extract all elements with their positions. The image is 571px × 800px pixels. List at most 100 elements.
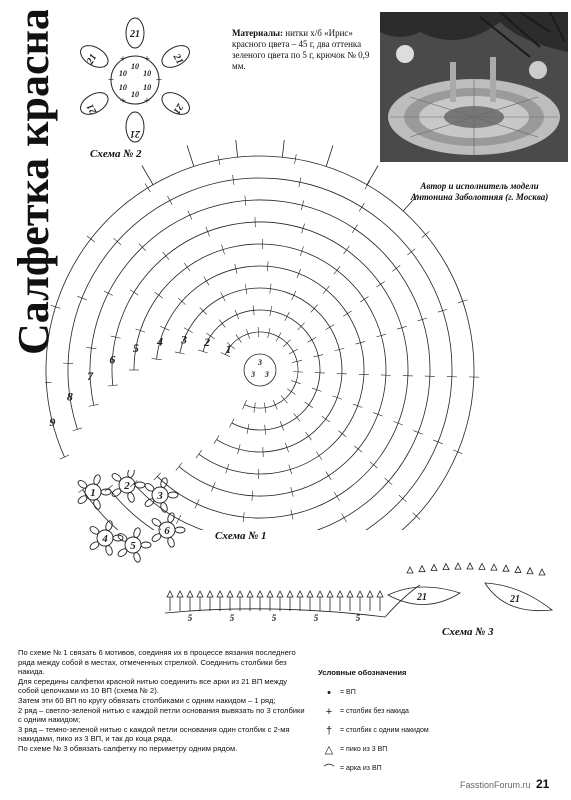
triangle-icon bbox=[176, 590, 184, 598]
stitch-mark bbox=[373, 412, 383, 417]
motif-petal bbox=[77, 480, 88, 489]
author-block: Автор и исполнитель модели Антонина Забо… bbox=[392, 181, 567, 203]
scheme-3-base bbox=[164, 584, 421, 618]
triangle-icon bbox=[346, 590, 354, 598]
scheme-3-chain-label: 5 bbox=[230, 613, 235, 623]
stitch-mark bbox=[220, 352, 230, 357]
stitch-mark bbox=[159, 528, 162, 530]
stitch-mark bbox=[218, 319, 226, 328]
motif-number: 6 bbox=[164, 525, 170, 537]
stitch-mark bbox=[110, 335, 121, 339]
scheme-2-chain-label: 10 bbox=[131, 90, 139, 99]
stitch-mark bbox=[77, 295, 87, 301]
stitch-mark bbox=[275, 332, 282, 342]
motif-petal bbox=[140, 541, 152, 549]
scheme-2-arc-label: 21 bbox=[130, 128, 141, 139]
scheme-3-arc-label: 21 bbox=[509, 594, 520, 605]
stitch-mark bbox=[334, 492, 340, 501]
stitch-mark bbox=[300, 200, 305, 211]
stitch-mark bbox=[103, 290, 113, 296]
stitch-mark bbox=[290, 486, 294, 497]
stitch-mark bbox=[294, 153, 297, 164]
scheme-1-row-arc bbox=[89, 199, 431, 530]
legend-item: • = ВП bbox=[318, 683, 518, 702]
stitch-mark bbox=[325, 471, 332, 481]
triangle-icon bbox=[256, 590, 264, 598]
stitch-mark bbox=[59, 454, 70, 460]
stitch-mark bbox=[220, 292, 226, 302]
stitch-mark bbox=[86, 347, 97, 350]
triangle-icon bbox=[316, 590, 324, 598]
stitch-mark bbox=[393, 421, 403, 426]
stitch-mark bbox=[433, 439, 443, 445]
motif-petal bbox=[77, 495, 88, 504]
scheme-1-row-arc bbox=[179, 287, 343, 453]
plus-icon: + bbox=[156, 74, 162, 86]
motif-petal bbox=[167, 537, 175, 548]
stitch-mark bbox=[341, 513, 347, 523]
instruction-paragraph: Затем эти 60 ВП по кругу обвязать столби… bbox=[18, 695, 276, 705]
stitch-mark bbox=[252, 305, 255, 316]
legend-text: = пико из 3 ВП bbox=[340, 746, 388, 753]
scheme-1-row-arc bbox=[111, 221, 409, 519]
stitch-mark bbox=[50, 305, 61, 309]
join-arrow bbox=[402, 194, 419, 212]
triangle-icon: △ bbox=[324, 744, 334, 756]
join-arrow bbox=[325, 145, 334, 167]
motif-petal bbox=[144, 483, 155, 492]
scheme-1-center-label: 3 bbox=[250, 370, 255, 379]
scheme-2-arc-label: 21 bbox=[85, 102, 100, 117]
scheme-2-petal bbox=[80, 45, 109, 68]
scheme-3-chain-label: 5 bbox=[188, 613, 193, 623]
stitch-mark bbox=[217, 155, 221, 165]
scheme-3-chain-label: 5 bbox=[356, 613, 361, 623]
triangle-icon bbox=[376, 590, 384, 598]
motif-petal bbox=[100, 488, 112, 496]
scheme-1-center-label: 3 bbox=[264, 370, 269, 379]
stitch-mark bbox=[187, 210, 193, 220]
stitch-mark bbox=[457, 299, 468, 304]
stitch-mark bbox=[88, 404, 99, 407]
stitch-mark bbox=[269, 306, 272, 316]
stitch-mark bbox=[369, 461, 378, 469]
stitch-mark bbox=[384, 477, 393, 485]
plus-icon: + bbox=[120, 53, 126, 65]
stitch-mark bbox=[290, 509, 294, 520]
stitch-mark bbox=[244, 195, 247, 206]
stitch-mark bbox=[360, 296, 369, 303]
triangle-icon bbox=[236, 590, 244, 598]
stitch-mark bbox=[283, 339, 291, 347]
plus-icon: + bbox=[108, 74, 114, 86]
triangle-icon bbox=[326, 590, 334, 598]
triangle-icon bbox=[366, 590, 374, 598]
stitch-mark bbox=[234, 263, 238, 274]
stitch-mark bbox=[288, 348, 298, 355]
motif-number: 4 bbox=[101, 533, 108, 545]
page-number: 21 bbox=[536, 777, 550, 791]
stitch-mark bbox=[104, 484, 113, 492]
scheme-3-arc bbox=[484, 582, 554, 612]
triangle-icon bbox=[306, 590, 314, 598]
stitch-mark bbox=[177, 297, 186, 305]
motif-petal bbox=[144, 498, 155, 507]
stitch-mark bbox=[138, 243, 147, 252]
scheme-2-caption: Схема № 2 bbox=[90, 148, 142, 160]
stitch-mark bbox=[244, 284, 248, 295]
scheme-2-arc-label: 21 bbox=[129, 29, 140, 40]
stitch-mark bbox=[232, 174, 235, 185]
join-arrow bbox=[141, 165, 154, 185]
page-title: Салфетка красная bbox=[9, 10, 58, 355]
scheme-1-row-label: 9 bbox=[49, 415, 55, 429]
motif-petal bbox=[117, 548, 128, 557]
scheme-3-chain-label: 5 bbox=[314, 613, 319, 623]
scheme-2-petal bbox=[125, 17, 145, 49]
stitch-mark bbox=[267, 261, 269, 272]
stitch-mark bbox=[203, 276, 210, 286]
author-line-1: Автор и исполнитель модели bbox=[420, 181, 539, 191]
stitch-mark bbox=[144, 183, 151, 193]
stitch-mark bbox=[86, 235, 95, 243]
motif-petal bbox=[117, 533, 128, 542]
